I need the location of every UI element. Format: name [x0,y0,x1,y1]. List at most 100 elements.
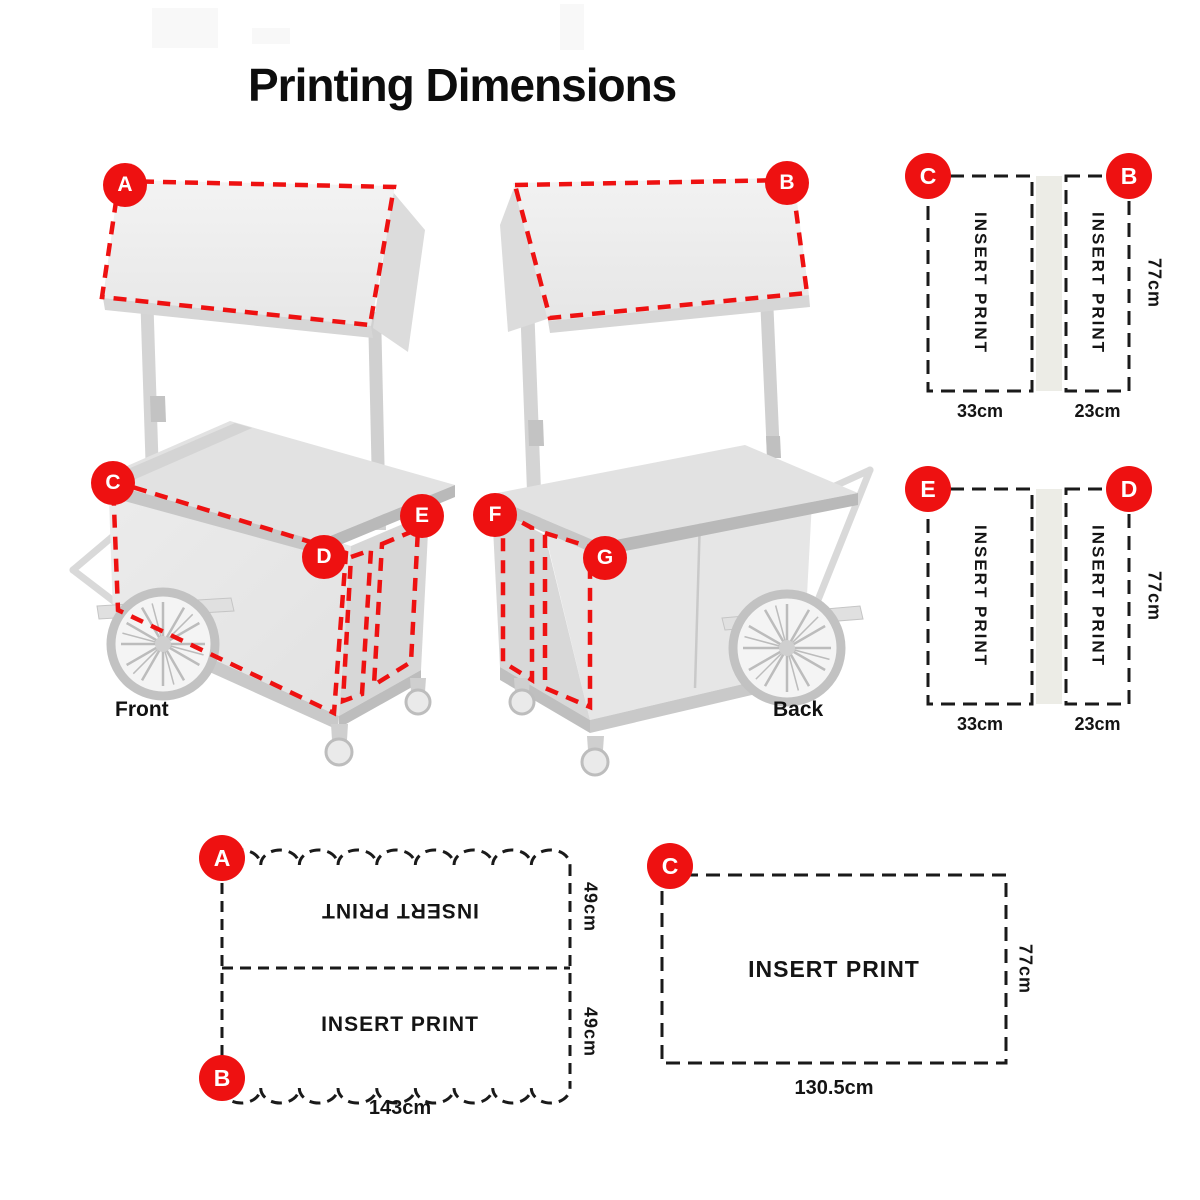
canopy-width-label: 143cm [368,1097,432,1119]
front-cart-wheel-hub [155,636,171,652]
canopy-print-diagram: A B INSERT PRINT INSERT PRINT 49cm 49cm … [195,835,635,1135]
left-panel-outline [926,487,1034,706]
marker-E: E [400,494,444,538]
marker-C: C [905,153,951,199]
print-area-G-outline [542,529,593,711]
back-cart-door-seam [693,516,702,689]
right-panel-outline [1064,487,1131,706]
right-panel-print-label-wrap: INSERT PRINT [1066,176,1129,391]
left-panel-outline [926,174,1034,393]
back-cart-illustration: B F G Back [450,140,890,785]
print-area-E-outline [371,525,421,690]
left-panel-width-label: 33cm [956,401,1004,421]
front-panel-print-label: INSERT PRINT [748,956,920,982]
left-panel-width-label: 33cm [956,714,1004,734]
back-cart-right-pole [760,297,780,456]
scan-artifact [252,28,290,44]
back-cart-tabletop-edge-right [600,493,858,556]
marker-B: B [765,161,809,205]
insert-print-label: INSERT PRINT [1088,212,1108,355]
marker-B: B [1106,153,1152,199]
front-view-caption: Front [115,698,169,721]
back-cart-wheel-hub [779,640,795,656]
back-cart-canopy-gable [500,185,550,332]
front-cart-body-base-side [339,670,421,728]
front-panel-width-label: 130.5cm [794,1077,874,1099]
front-panel-height-label: 77cm [1015,943,1036,995]
front-cart-tabletop-shadow [107,423,252,484]
back-cart-right-pole-joint [766,436,781,458]
marker-F: F [473,493,517,537]
panel-divider-strip [1036,176,1062,391]
front-panel-height-wrap: 77cm [1012,875,1038,1063]
scan-artifact [152,8,218,48]
side-panel-diagram-cb: C B INSERT PRINT INSERT PRINT 33cm 23cm … [905,152,1195,452]
back-cart-tabletop [487,445,858,543]
marker-B: B [199,1055,245,1101]
print-area-A-outline [99,178,397,328]
print-area-C-outline [110,477,349,717]
scan-artifact [560,4,584,50]
canopy-scalloped-top-edge [220,848,572,866]
front-panel-outline-rect [660,873,1008,1065]
print-area-F-outline [500,508,535,685]
canopy-bottom-height-wrap: 49cm [577,990,603,1074]
panel-height-label-wrap: 77cm [1141,489,1167,704]
back-cart-canopy [513,178,809,321]
panel-divider-strip [1036,489,1062,704]
print-area-B-outline [512,177,810,321]
back-cart-left-pole-joint [528,420,544,446]
back-view-caption: Back [773,698,824,721]
side-panel-diagram-ed: E D INSERT PRINT INSERT PRINT 33cm 23cm … [905,465,1195,765]
panel-height-label-wrap: 77cm [1141,176,1167,391]
canopy-top-height-wrap: 49cm [577,865,603,949]
back-print-area-outlines [500,177,810,711]
canopy-top-print-label: INSERT PRINT [321,899,479,922]
right-panel-print-label-wrap: INSERT PRINT [1066,489,1129,704]
print-area-D-outline [340,546,374,705]
panel-height-label: 77cm [1144,571,1165,622]
marker-E: E [905,466,951,512]
back-cart-canopy-valance [548,295,810,333]
canopy-top-height-label: 49cm [580,881,601,933]
back-cart-casters [508,678,610,777]
marker-A: A [103,163,147,207]
back-cart-wheel [721,589,864,707]
canopy-scalloped-bottom-edge [220,1087,572,1105]
left-panel-print-label-wrap: INSERT PRINT [928,489,1032,704]
front-cart-left-pole-joint [150,396,166,422]
marker-G: G [583,536,627,580]
back-cart-body-side-face [492,508,590,720]
page-title: Printing Dimensions [248,59,677,111]
front-cart-drawing [69,178,455,767]
insert-print-label: INSERT PRINT [971,525,990,668]
canopy-print-outline [220,848,572,1105]
marker-A: A [199,835,245,881]
insert-print-label: INSERT PRINT [971,212,990,355]
front-cart-canopy-side [373,192,425,352]
canopy-bottom-print-label: INSERT PRINT [321,1013,479,1036]
left-panel-print-label-wrap: INSERT PRINT [928,176,1032,391]
marker-D: D [1106,466,1152,512]
front-cart-casters [324,678,432,767]
right-panel-width-label: 23cm [1074,714,1121,734]
marker-C: C [91,461,135,505]
right-panel-outline [1064,174,1131,393]
side-panel-diagram-cb-outline [926,174,1131,393]
front-cart-canopy [103,180,395,326]
panel-height-label: 77cm [1144,258,1165,309]
canopy-bottom-height-label: 49cm [580,1006,601,1058]
front-panel-print-diagram: C INSERT PRINT 130.5cm 77cm [640,840,1070,1120]
front-cart-tabletop-edge [95,480,318,554]
marker-C: C [647,843,693,889]
front-cart-canopy-valance [103,298,373,338]
side-panel-diagram-ed-outline [926,487,1131,706]
right-panel-width-label: 23cm [1074,401,1121,421]
front-print-area-outlines [99,178,421,717]
front-panel-print-outline [660,873,1008,1065]
back-cart-left-pole [520,303,542,518]
back-cart-drawing [487,177,874,777]
front-cart-illustration: A C D E Front [55,140,465,785]
marker-D: D [302,535,346,579]
